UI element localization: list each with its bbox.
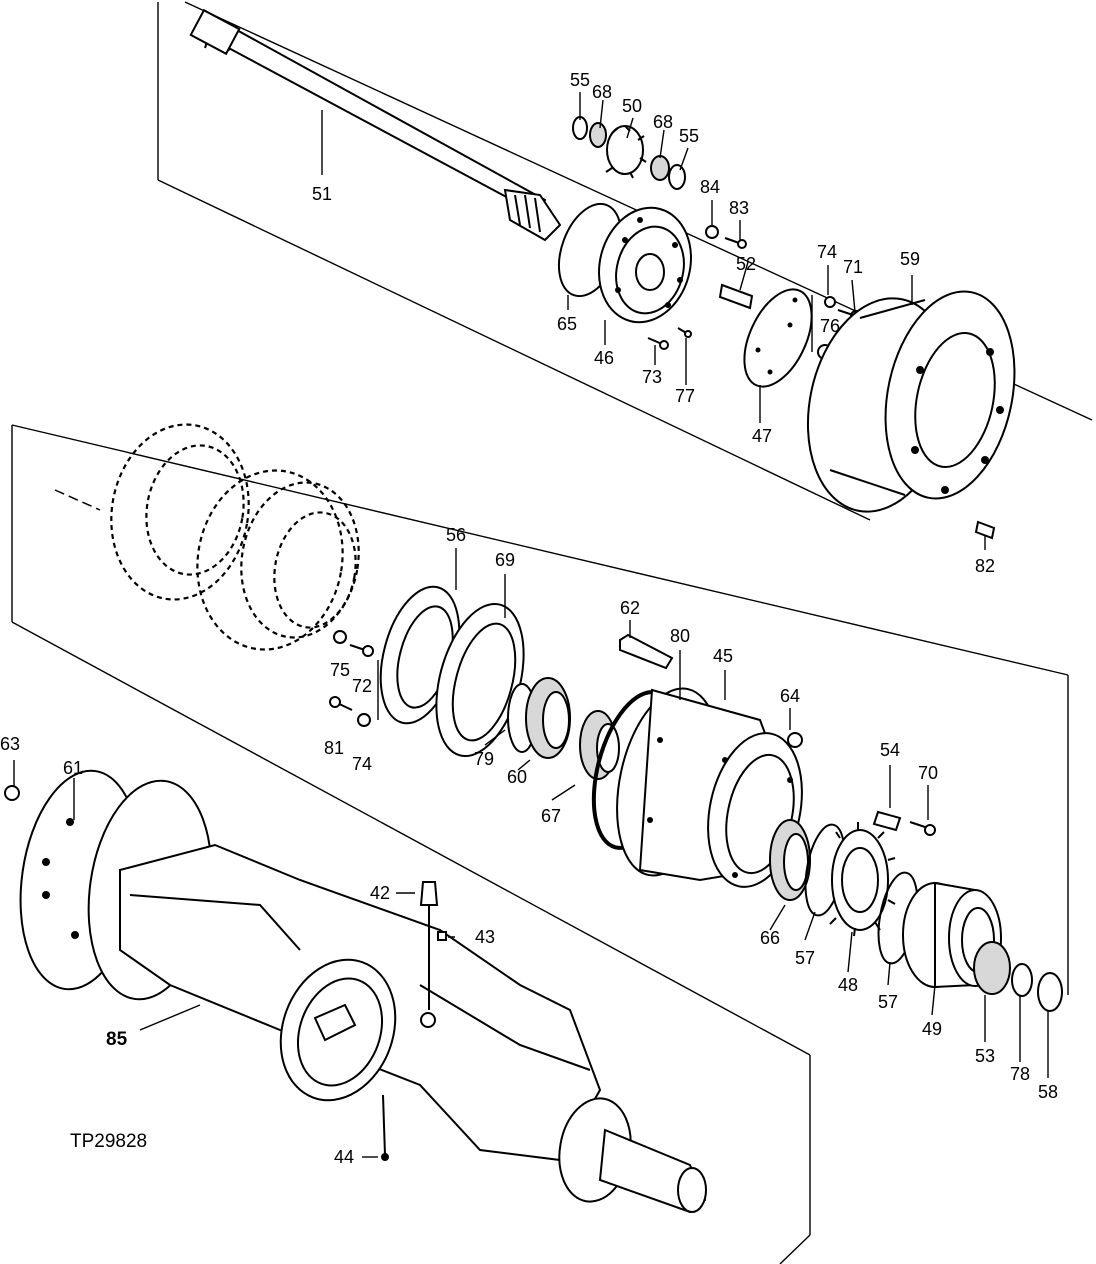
planet-carrier: [598, 206, 692, 324]
label-46: 46: [594, 348, 614, 368]
label-67: 67: [541, 806, 561, 826]
label-50: 50: [622, 96, 642, 116]
retainer-hardware: [872, 810, 936, 836]
leader-lines: [13, 92, 1049, 1158]
label-45: 45: [713, 646, 733, 666]
label-85: 85: [106, 1029, 128, 1050]
label-57: 57: [878, 992, 898, 1012]
brake-drum: [806, 290, 1016, 540]
label-66: 66: [760, 928, 780, 948]
label-81: 81: [324, 738, 344, 758]
figure-id: TP29828: [70, 1131, 147, 1152]
wheel-bearing-nuts: [973, 941, 1063, 1012]
label-54: 54: [880, 740, 900, 760]
label-72: 72: [352, 676, 372, 696]
ring-gear-set: [769, 819, 896, 937]
label-74: 74: [352, 754, 372, 774]
label-69: 69: [495, 550, 515, 570]
label-70: 70: [918, 763, 938, 783]
axle-shaft: [189, 8, 562, 242]
label-58: 58: [1038, 1082, 1058, 1102]
seal-hardware: [329, 630, 379, 727]
label-47: 47: [752, 426, 772, 446]
label-82: 82: [975, 556, 995, 576]
label-65: 65: [557, 314, 577, 334]
label-51: 51: [312, 184, 332, 204]
label-53: 53: [975, 1046, 995, 1066]
label-74: 74: [817, 242, 837, 262]
label-80: 80: [670, 626, 690, 646]
label-42: 42: [370, 883, 390, 903]
label-55: 55: [570, 70, 590, 90]
label-59: 59: [900, 249, 920, 269]
label-71: 71: [843, 257, 863, 277]
label-73: 73: [642, 367, 662, 387]
label-68: 68: [592, 82, 612, 102]
label-44: 44: [334, 1147, 354, 1167]
carrier-bolts: [647, 327, 692, 350]
label-52: 52: [736, 254, 756, 274]
label-49: 49: [922, 1019, 942, 1039]
grease-fitting: [419, 881, 447, 1010]
label-61: 61: [63, 758, 83, 778]
label-55: 55: [679, 126, 699, 146]
label-83: 83: [729, 198, 749, 218]
label-77: 77: [675, 386, 695, 406]
label-62: 62: [620, 598, 640, 618]
label-48: 48: [838, 975, 858, 995]
label-68: 68: [653, 112, 673, 132]
axle-housing: [4, 769, 707, 1214]
label-57: 57: [795, 948, 815, 968]
label-63: 63: [0, 734, 20, 754]
label-79: 79: [474, 749, 494, 769]
lower-frame-lines: [11, 424, 1069, 1264]
ghost-wheel-outline: [54, 423, 360, 651]
label-56: 56: [446, 525, 466, 545]
label-64: 64: [780, 686, 800, 706]
label-75: 75: [330, 660, 350, 680]
label-60: 60: [507, 767, 527, 787]
label-78: 78: [1010, 1064, 1030, 1084]
label-84: 84: [700, 177, 720, 197]
wheel-stud: [619, 633, 674, 670]
bearing-set: [507, 677, 620, 780]
thrust-plate: [743, 288, 813, 388]
label-76: 76: [820, 316, 840, 336]
part-labels: 51 55 68 50 68 55 84 83 52 74 71 59 65 4…: [0, 70, 1058, 1167]
label-43: 43: [475, 927, 495, 947]
